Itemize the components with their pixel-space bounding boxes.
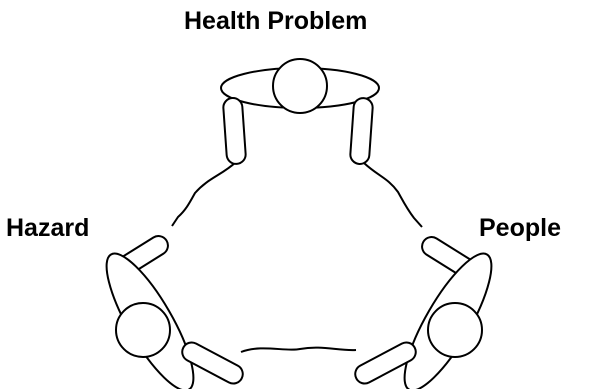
arm-top-right: [350, 97, 374, 164]
connecting-outline: [172, 162, 236, 226]
arm-top-left: [223, 97, 247, 164]
head-right: [428, 303, 482, 357]
head-top: [273, 59, 327, 113]
figure-left: [92, 232, 246, 389]
head-left: [116, 303, 170, 357]
connecting-outline-bottom: [241, 348, 356, 352]
connecting-outline-right: [364, 163, 422, 227]
figure-right: [352, 233, 506, 389]
figure-top: [221, 59, 379, 165]
